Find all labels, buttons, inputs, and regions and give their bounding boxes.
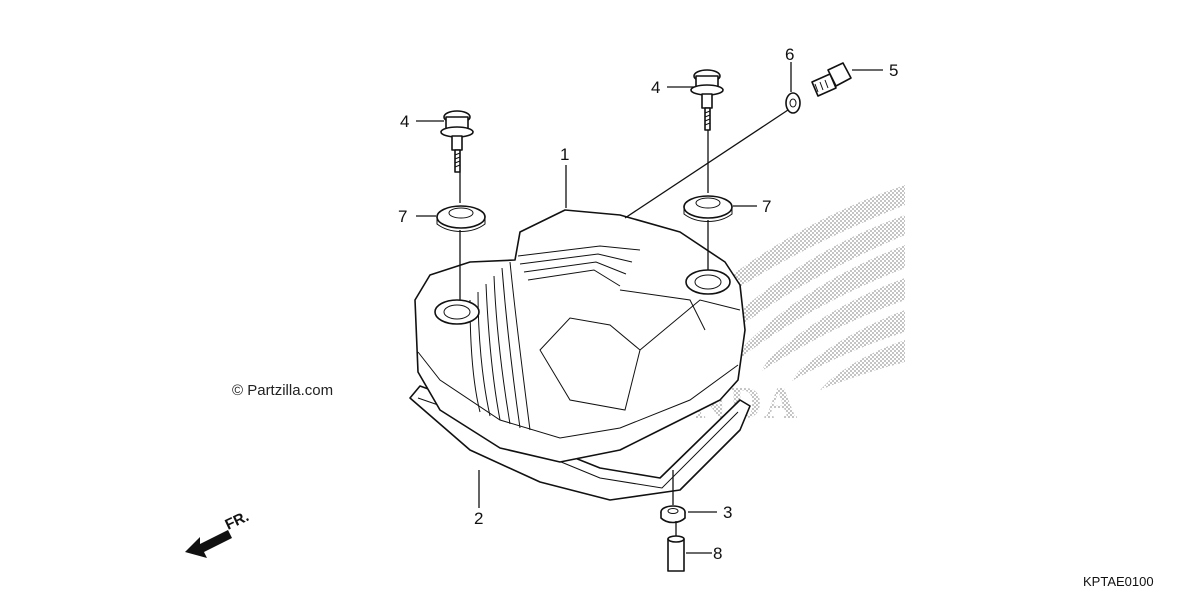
special-bolt-left xyxy=(440,110,474,173)
dowel-pin xyxy=(667,535,685,572)
front-direction-arrow xyxy=(185,530,232,558)
flange-bolt xyxy=(811,62,852,97)
callout-2: 2 xyxy=(474,509,483,528)
callout-4-left: 4 xyxy=(400,112,409,131)
callout-6: 6 xyxy=(785,45,794,64)
callout-1: 1 xyxy=(560,145,569,164)
callout-3: 3 xyxy=(723,503,732,522)
diagram-code: KPTAE0100 xyxy=(1083,574,1154,589)
leader-lines xyxy=(416,62,883,554)
callout-5: 5 xyxy=(889,61,898,80)
washer xyxy=(785,92,801,114)
callout-7-right: 7 xyxy=(762,197,771,216)
cylinder-head-cover xyxy=(414,209,746,463)
callout-7-left: 7 xyxy=(398,207,407,226)
honda-wing-watermark xyxy=(690,185,905,390)
callout-4-right: 4 xyxy=(651,78,660,97)
seal-washer-left xyxy=(436,205,486,232)
cap-nut xyxy=(660,505,686,524)
special-bolt-right xyxy=(690,69,724,131)
copyright-notice: © Partzilla.com xyxy=(232,382,334,399)
callout-8: 8 xyxy=(713,544,722,563)
seal-washer-right xyxy=(683,195,733,222)
front-direction-label: FR. xyxy=(223,508,252,534)
